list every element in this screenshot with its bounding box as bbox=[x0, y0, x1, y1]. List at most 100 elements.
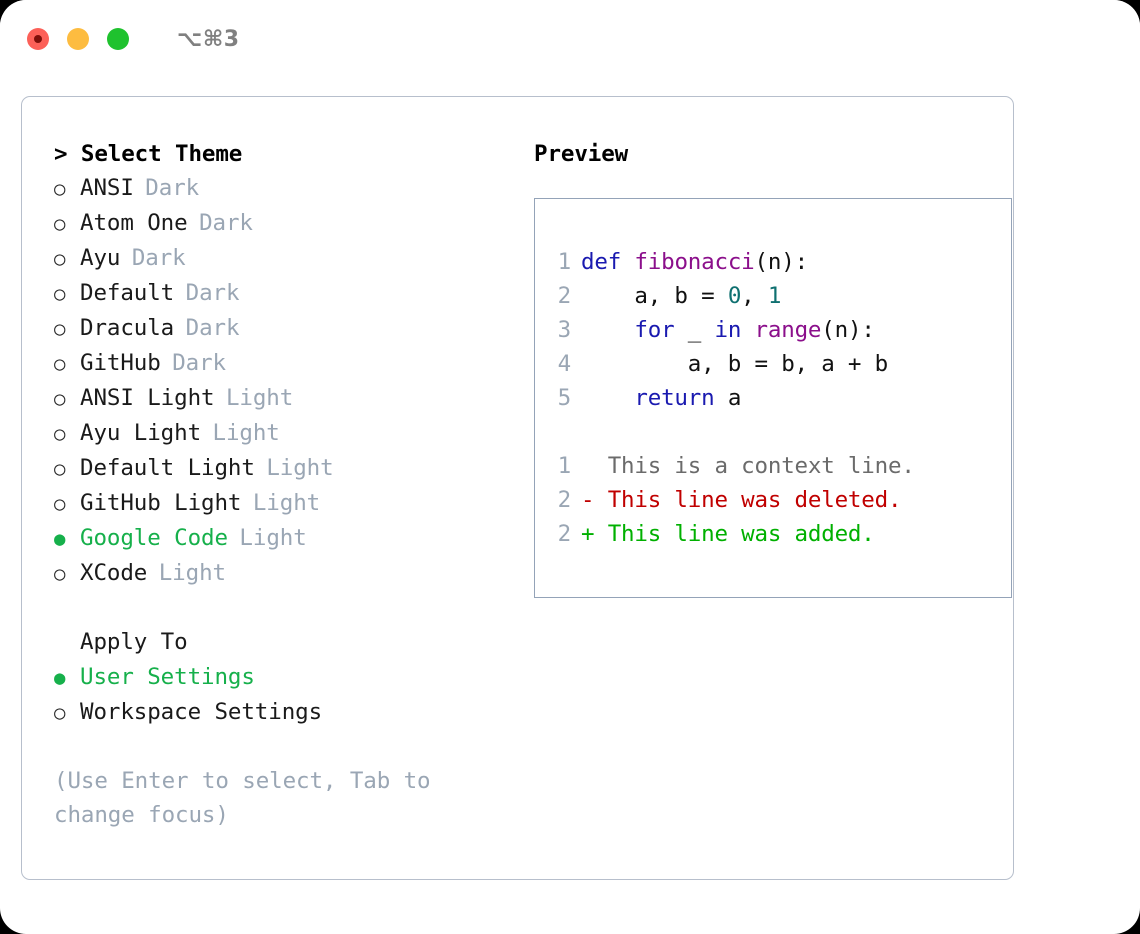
theme-name-label: Google Code bbox=[80, 525, 228, 551]
apply-to-item[interactable]: ○Workspace Settings bbox=[54, 695, 508, 730]
theme-name-label: Dracula bbox=[80, 315, 175, 341]
code-line: 5 return a bbox=[535, 381, 1011, 415]
theme-variant-label: Light bbox=[225, 385, 294, 411]
theme-list-item[interactable]: ● Google Code Light bbox=[54, 521, 508, 556]
code-token-num: 0 bbox=[727, 283, 742, 309]
zoom-button-icon[interactable] bbox=[107, 28, 129, 50]
code-line-number: 3 bbox=[557, 317, 572, 343]
theme-name-label: Atom One bbox=[80, 210, 188, 236]
theme-variant-label: Light bbox=[252, 490, 321, 516]
code-token-kw: in bbox=[714, 317, 742, 343]
keyboard-shortcut-label: ⌥⌘3 bbox=[177, 26, 240, 52]
theme-name-label: XCode bbox=[80, 560, 148, 586]
list-spacer bbox=[54, 591, 508, 625]
diff-marker: + bbox=[581, 521, 595, 547]
radio-unselected-icon: ○ bbox=[54, 493, 66, 515]
theme-list-item[interactable]: ○ Ayu Dark bbox=[54, 241, 508, 276]
radio-unselected-icon: ○ bbox=[54, 248, 66, 270]
radio-unselected-icon: ○ bbox=[54, 423, 66, 445]
diff-line-number: 1 bbox=[557, 453, 572, 479]
apply-to-list[interactable]: ● User Settings ○Workspace Settings bbox=[54, 660, 508, 730]
code-line: 4 a, b = b, a + b bbox=[535, 347, 1011, 381]
theme-list-item[interactable]: ○ Dracula Dark bbox=[54, 311, 508, 346]
diff-line-text: This is a context line. bbox=[594, 453, 915, 479]
code-line-number: 5 bbox=[557, 385, 572, 411]
preview-title: Preview bbox=[534, 141, 629, 167]
diff-gap bbox=[535, 415, 1011, 449]
apply-to-label: User Settings bbox=[80, 664, 255, 690]
diff-line-text: This line was deleted. bbox=[594, 487, 902, 513]
code-token-plain: _ bbox=[674, 317, 715, 343]
diff-marker: - bbox=[581, 487, 595, 513]
theme-variant-label: Light bbox=[239, 525, 307, 551]
radio-unselected-icon: ○ bbox=[54, 563, 66, 585]
code-token-kw: return bbox=[634, 385, 715, 411]
code-line-text: return a bbox=[581, 381, 741, 415]
apply-to-heading-row: Apply To bbox=[54, 625, 508, 660]
radio-selected-icon: ● bbox=[54, 667, 66, 689]
theme-name-label: Ayu bbox=[80, 245, 121, 271]
code-token-kw: def bbox=[581, 249, 622, 275]
code-token-plain: , bbox=[741, 283, 768, 309]
diff-marker bbox=[581, 449, 594, 483]
radio-unselected-icon: ○ bbox=[54, 283, 66, 305]
theme-name-label: GitHub bbox=[80, 350, 161, 376]
code-token-kw: for bbox=[634, 317, 675, 343]
theme-name-label: Default bbox=[80, 280, 175, 306]
diff-line-text: This line was added. bbox=[594, 521, 875, 547]
code-line: 2 a, b = 0, 1 bbox=[535, 279, 1011, 313]
diff-line: 1 This is a context line. bbox=[535, 449, 1011, 483]
minimize-button-icon[interactable] bbox=[67, 28, 89, 50]
recording-indicator-icon bbox=[34, 35, 42, 43]
code-token-plain bbox=[621, 249, 634, 275]
close-button-icon[interactable] bbox=[27, 28, 49, 50]
diff-line: 2+ This line was added. bbox=[535, 517, 1011, 551]
code-line: 3 for _ in range(n): bbox=[535, 313, 1011, 347]
code-line-text: for _ in range(n): bbox=[581, 313, 875, 347]
radio-unselected-icon: ○ bbox=[54, 353, 66, 375]
code-token-plain: a, b = b, a + b bbox=[581, 351, 888, 377]
keyboard-hint: (Use Enter to select, Tab to change focu… bbox=[54, 768, 431, 828]
radio-unselected-icon: ○ bbox=[54, 318, 66, 340]
code-line-text: def fibonacci(n): bbox=[581, 245, 808, 279]
theme-variant-label: Dark bbox=[185, 315, 240, 341]
radio-unselected-icon: ○ bbox=[54, 213, 66, 235]
code-line-number: 2 bbox=[557, 283, 572, 309]
theme-name-label: Ayu Light bbox=[80, 420, 202, 446]
diff-line-number: 2 bbox=[557, 487, 572, 513]
apply-to-label: Workspace Settings bbox=[80, 699, 323, 725]
theme-name-label: ANSI bbox=[80, 175, 134, 201]
traffic-light-group bbox=[27, 28, 129, 50]
code-token-plain bbox=[581, 317, 634, 343]
code-token-plain: a, b = bbox=[581, 283, 728, 309]
radio-selected-icon: ● bbox=[54, 528, 66, 550]
code-token-plain: (n): bbox=[821, 317, 875, 343]
apply-to-item[interactable]: ● User Settings bbox=[54, 660, 508, 695]
diff-line: 2- This line was deleted. bbox=[535, 483, 1011, 517]
theme-list-item[interactable]: ○ ANSI Dark bbox=[54, 171, 508, 206]
code-line-text: a, b = b, a + b bbox=[581, 347, 888, 381]
title-bar: ⌥⌘3 bbox=[0, 0, 1140, 78]
theme-variant-label: Dark bbox=[145, 175, 200, 201]
code-token-fn: range bbox=[754, 317, 822, 343]
theme-name-label: Default Light bbox=[80, 455, 255, 481]
code-token-plain bbox=[741, 317, 754, 343]
theme-variant-label: Dark bbox=[131, 245, 186, 271]
radio-unselected-icon: ○ bbox=[54, 178, 66, 200]
